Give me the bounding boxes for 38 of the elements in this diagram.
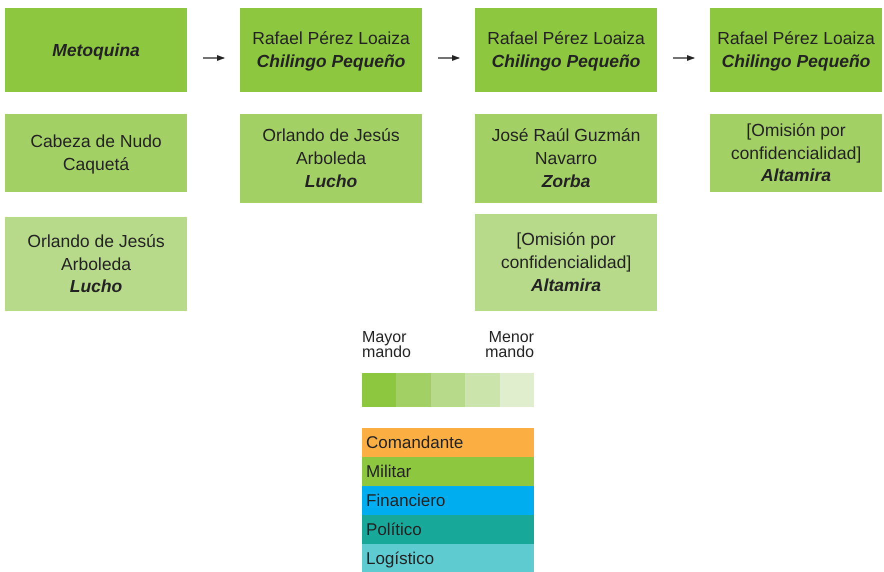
alias-text: Altamira (530, 274, 602, 297)
name-text: [Omisión por confidencialidad] (730, 118, 862, 164)
name-text: Rafael Pérez Loaiza (717, 27, 875, 50)
name-text: Orlando de Jesús Arboleda (261, 124, 401, 170)
alias-text: Lucho (304, 170, 358, 193)
name-text: Cabeza de Nudo Caquetá (29, 130, 163, 176)
person-box (5, 114, 187, 192)
person-box (240, 8, 422, 92)
legend-item: Político (362, 515, 534, 544)
person-box (475, 114, 657, 203)
name-text: Rafael Pérez Loaiza (487, 27, 645, 50)
person-box (5, 8, 187, 92)
person-box (710, 114, 882, 192)
person-box (475, 214, 657, 311)
arrow (203, 55, 225, 61)
scale-label: Mayor mando (362, 330, 412, 360)
legend-item: Logístico (362, 544, 534, 572)
alias-text: Lucho (70, 275, 122, 298)
person-box (475, 8, 657, 92)
alias-text: Chilingo Pequeño (722, 50, 870, 73)
name-text: José Raúl Guzmán Navarro (490, 124, 642, 170)
legend-item: Financiero (362, 486, 534, 515)
alias-text: Metoquina (52, 38, 140, 62)
person-box (240, 114, 422, 203)
person-box (710, 8, 882, 92)
alias-text: Altamira (760, 164, 832, 188)
arrow (438, 55, 460, 61)
person-box (5, 217, 187, 311)
name-text: Orlando de Jesús Arboleda (26, 230, 166, 276)
scale-label: Menor mando (484, 330, 534, 360)
legend-item: Comandante (362, 428, 534, 457)
arrow (673, 55, 695, 61)
alias-text: Zorba (542, 170, 590, 193)
legend-item: Militar (362, 457, 534, 486)
name-text: [Omisión por confidencialidad] (500, 228, 632, 274)
name-text: Rafael Pérez Loaiza (252, 27, 410, 50)
alias-text: Chilingo Pequeño (492, 50, 640, 73)
alias-text: Chilingo Pequeño (256, 50, 406, 73)
